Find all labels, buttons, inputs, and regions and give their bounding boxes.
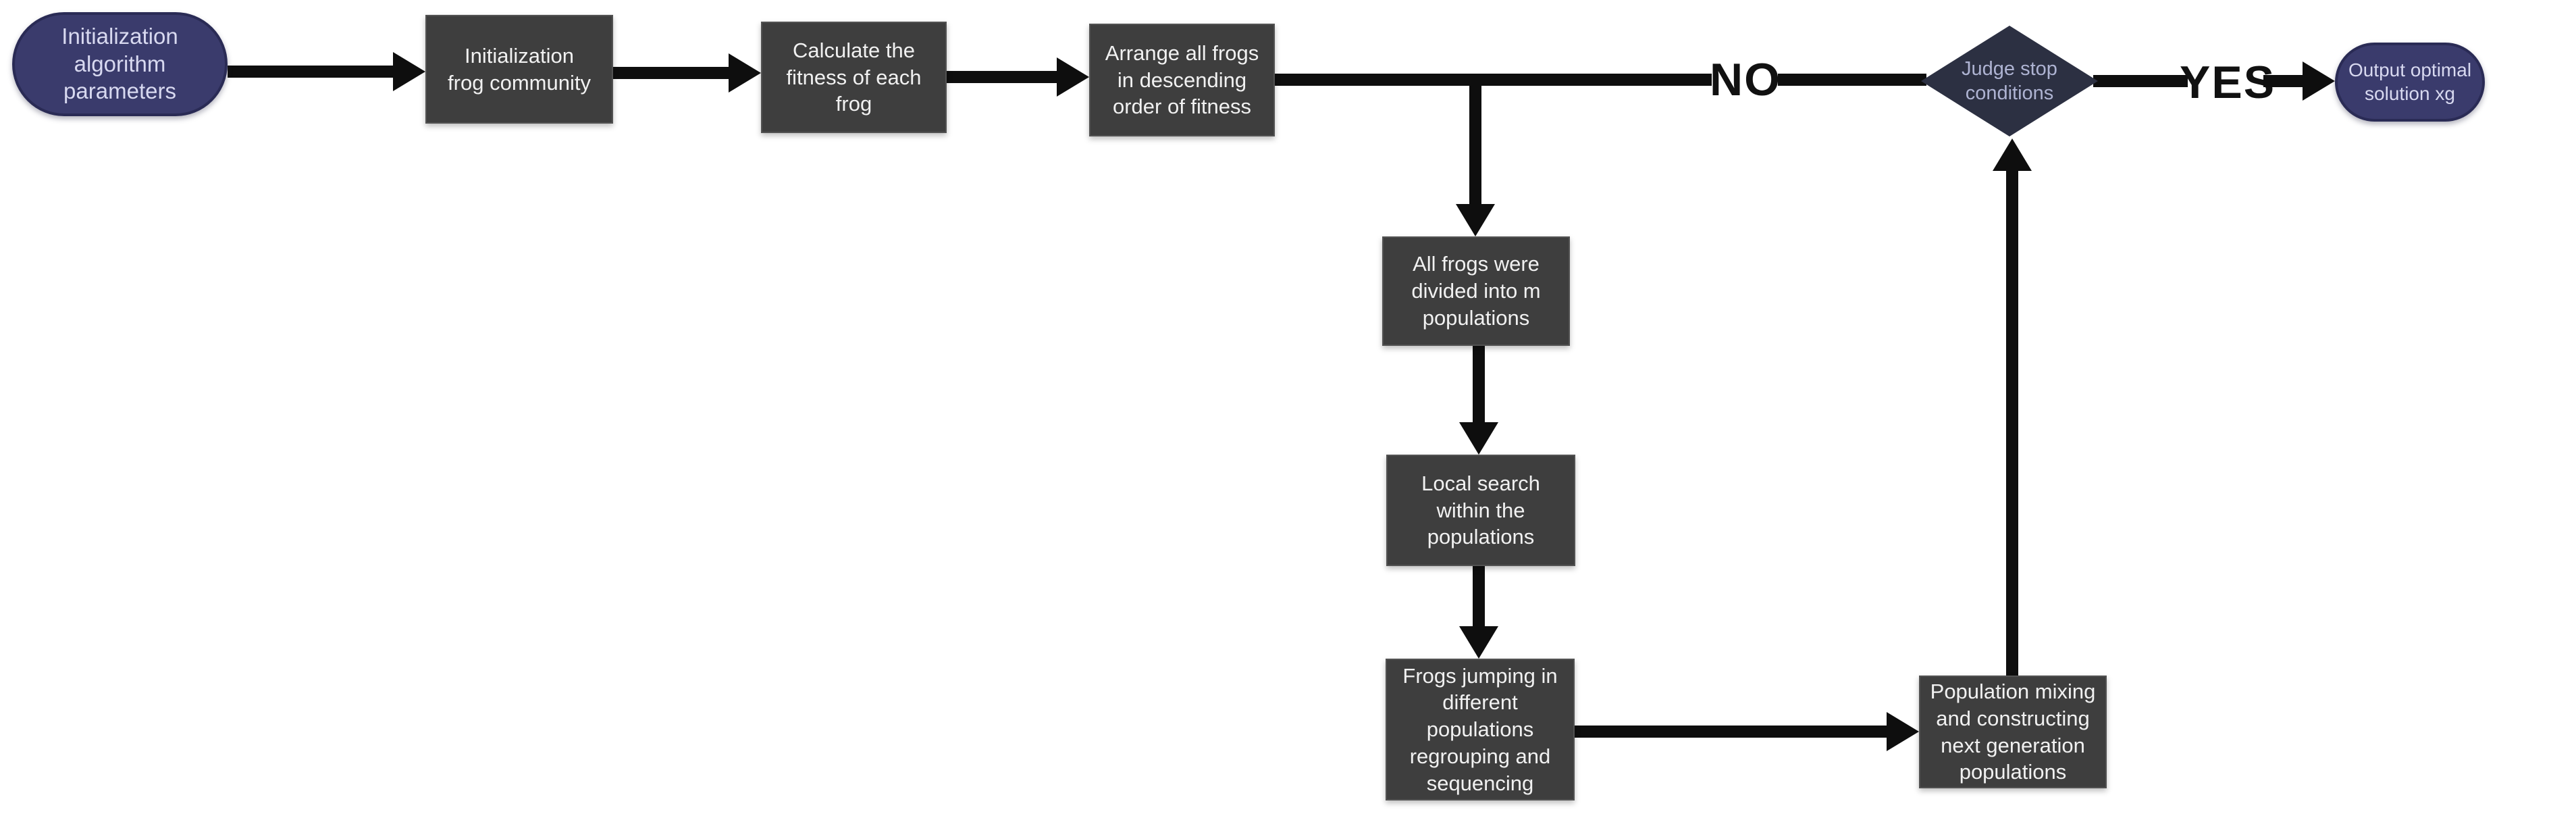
edge-junction-divide-line xyxy=(1469,74,1481,205)
node-calc-fitness: Calculate the fitness of each frog xyxy=(761,22,947,133)
edge-localsearch-frogsjumping-arrowhead xyxy=(1459,626,1498,659)
node-population-mixing: Population mixing and constructing next … xyxy=(1919,676,2107,788)
node-start-terminator: Initialization algorithm parameters xyxy=(12,12,228,116)
node-frogs-jumping: Frogs jumping in different populations r… xyxy=(1386,659,1575,800)
node-output-terminator: Output optimal solution xg xyxy=(2335,43,2485,122)
edge-start-initfrog-line xyxy=(228,66,396,78)
edge-label-no: NO xyxy=(1710,54,1781,105)
edge-no-loop-line-left xyxy=(1275,74,1712,86)
edge-popmixing-judge-arrowhead xyxy=(1993,138,2032,171)
node-divide-populations: All frogs were divided into m population… xyxy=(1382,236,1570,346)
node-judge-stop-decision: Judge stop conditions xyxy=(1921,26,2098,136)
edge-divide-localsearch-arrowhead xyxy=(1459,422,1498,455)
edge-label-yes: YES xyxy=(2180,57,2276,108)
edge-junction-divide-arrowhead xyxy=(1456,204,1495,236)
edge-yes-arrowhead xyxy=(2303,61,2335,101)
edge-start-initfrog-arrowhead xyxy=(393,52,425,91)
edge-initfrog-calcfitness-line xyxy=(613,67,731,79)
edge-initfrog-calcfitness-arrowhead xyxy=(729,53,761,93)
edge-yes-line-right xyxy=(2263,75,2304,87)
edge-frogsjumping-popmixing-arrowhead xyxy=(1887,712,1919,751)
edge-yes-line-left xyxy=(2093,75,2188,87)
edge-calcfitness-arrange-line xyxy=(947,71,1059,83)
node-local-search: Local search within the populations xyxy=(1386,455,1575,566)
edge-calcfitness-arrange-arrowhead xyxy=(1057,57,1089,97)
edge-no-loop-line-right xyxy=(1778,74,1926,86)
node-init-frog-community: Initialization frog community xyxy=(425,15,613,124)
edge-frogsjumping-popmixing-line xyxy=(1575,726,1887,738)
edge-localsearch-frogsjumping-line xyxy=(1473,566,1485,628)
node-arrange-frogs: Arrange all frogs in descending order of… xyxy=(1089,24,1275,136)
edge-divide-localsearch-line xyxy=(1473,346,1485,424)
edge-popmixing-judge-line xyxy=(2006,170,2018,676)
